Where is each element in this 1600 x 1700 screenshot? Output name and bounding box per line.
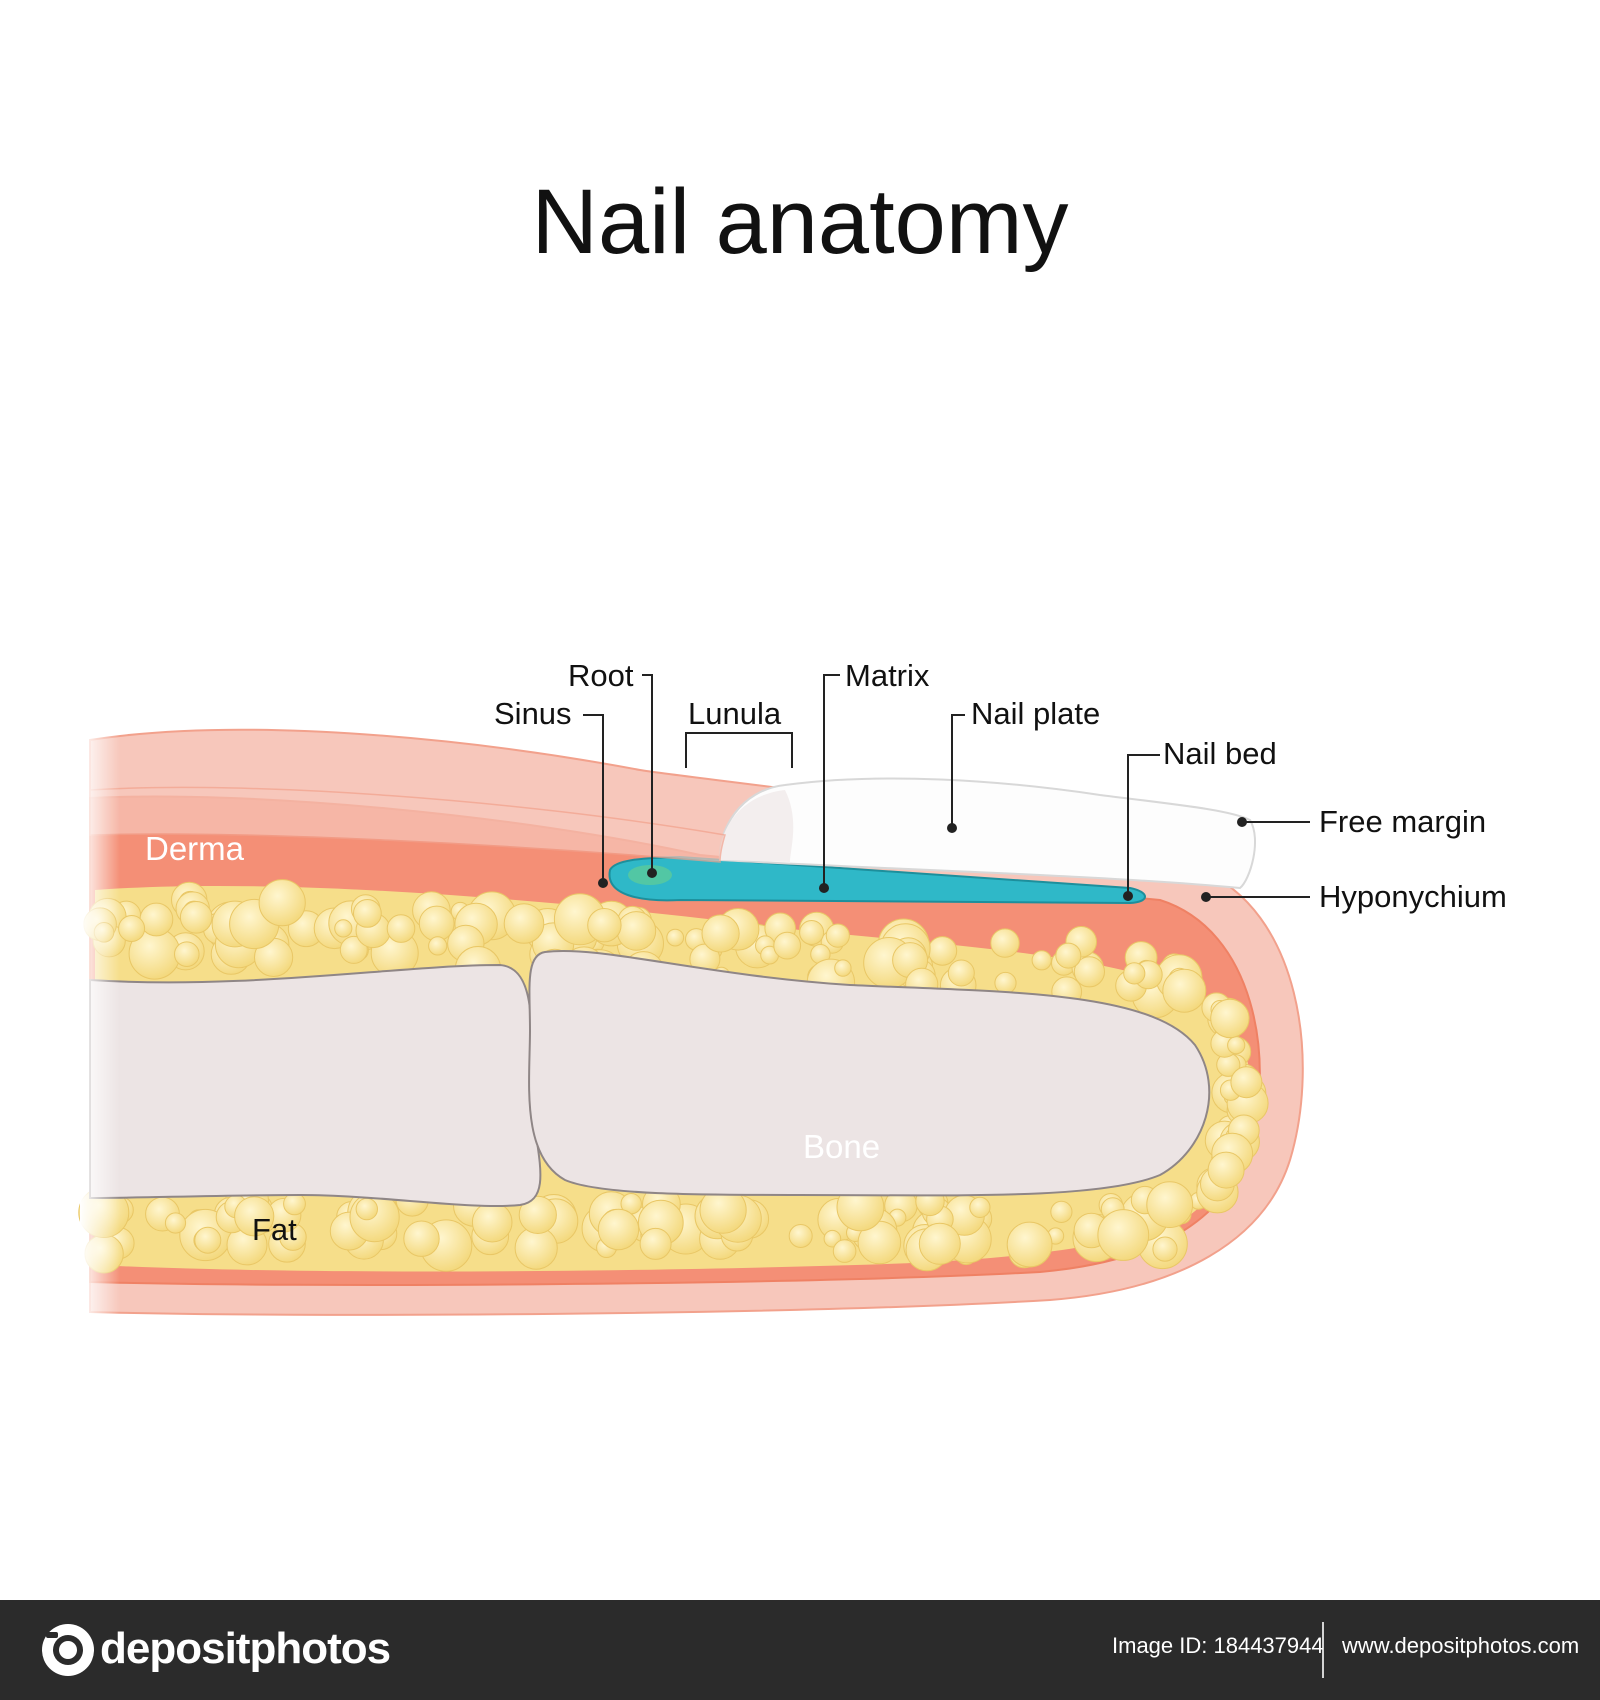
fat-cell [1055, 942, 1082, 969]
diagram-title: Nail anatomy [531, 171, 1069, 273]
image-id: Image ID: 184437944 [1112, 1633, 1324, 1658]
label-matrix: Matrix [845, 658, 930, 693]
fat-cell [1210, 998, 1250, 1039]
fat-cell [1123, 962, 1146, 985]
root-leader [642, 674, 653, 873]
fat-cell [1152, 1236, 1178, 1262]
fat-cell [418, 905, 455, 942]
label-bone: Bone [803, 1128, 880, 1165]
bone-distal [528, 949, 1211, 1197]
fat-cell [1031, 950, 1052, 971]
fat-cell [666, 928, 685, 947]
fat-cell [918, 1222, 961, 1265]
fat-cell [258, 879, 306, 927]
fat-cell [339, 935, 368, 964]
footer-divider [1322, 1622, 1324, 1678]
sinus-dot [598, 878, 608, 888]
fat-cell [1227, 1036, 1246, 1055]
left-fade [80, 700, 120, 1340]
nail-plate-shape [718, 777, 1256, 890]
bone-proximal [89, 963, 542, 1208]
label-hyponychium: Hyponychium [1319, 879, 1507, 914]
fat-cell [1097, 1209, 1150, 1261]
fat-cell [587, 908, 622, 943]
nail-matrix-band [608, 855, 1146, 905]
fat-cell [518, 1195, 557, 1235]
fat-cell [334, 919, 353, 938]
fat-cell [639, 1227, 672, 1260]
fat-cell [503, 903, 545, 944]
cuticle-fold [89, 786, 726, 863]
fat-cell [403, 1220, 440, 1257]
fat-cell [386, 914, 416, 943]
fat-cell [353, 899, 382, 928]
fat-cell [1162, 968, 1207, 1013]
label-sinus: Sinus [494, 696, 572, 731]
root-dot [647, 868, 657, 878]
fat-cell [1073, 956, 1106, 988]
fat-cell [139, 902, 174, 937]
fat-cell [1006, 1221, 1053, 1268]
nail-bed-leader [1127, 754, 1160, 896]
nail-plate-leader [951, 714, 965, 828]
lunula-bracket [685, 732, 793, 768]
label-free-margin: Free margin [1319, 804, 1486, 839]
label-root: Root [568, 658, 634, 693]
fat-cell [773, 931, 802, 960]
fat-cell [1146, 1181, 1194, 1228]
fat-cell [927, 936, 958, 966]
hyponychium-dot [1201, 892, 1211, 902]
fat-cell [990, 928, 1020, 958]
free-margin-dot [1237, 817, 1247, 827]
fat-cell [174, 941, 200, 968]
lunula-shape [719, 790, 794, 862]
fat-cell [355, 1197, 378, 1221]
fat-cell [118, 915, 146, 942]
fat-cell [799, 920, 825, 945]
fat-cell [788, 1224, 813, 1248]
fat-cell [616, 911, 657, 951]
fat-cell [1050, 1200, 1073, 1224]
camera-logo-icon [42, 1624, 94, 1676]
nail-bed-dot [1123, 891, 1133, 901]
matrix-dot [819, 883, 829, 893]
fat-cell [834, 959, 852, 977]
fat-cell [164, 1212, 187, 1234]
fat-cell [832, 1239, 857, 1263]
fat-cell [471, 1201, 513, 1243]
brand-logo-text: depositphotos [100, 1624, 391, 1673]
matrix-leader [823, 674, 840, 888]
nail-plate-dot [947, 823, 957, 833]
fat-cell [597, 1208, 640, 1251]
fat-cell [1230, 1066, 1263, 1099]
label-nail-bed: Nail bed [1163, 736, 1277, 771]
label-fat: Fat [252, 1212, 297, 1247]
site-url: www.depositphotos.com [1342, 1633, 1580, 1658]
label-lunula: Lunula [688, 696, 782, 731]
label-nail-plate: Nail plate [971, 696, 1100, 731]
fat-cell [428, 936, 448, 956]
fat-cell [179, 901, 213, 934]
label-derma: Derma [145, 830, 245, 867]
nail-anatomy-diagram: Root Sinus Lunula Matrix Nail plate Nail… [78, 658, 1507, 1340]
fat-cell [969, 1196, 991, 1219]
fat-cell [234, 1196, 275, 1237]
fat-cell [947, 959, 975, 987]
fat-cell [1207, 1151, 1245, 1189]
sinus-leader [583, 714, 604, 883]
fat-cell [701, 914, 740, 953]
fat-cell [994, 971, 1017, 995]
fat-cell [194, 1226, 222, 1254]
footer-bar: depositphotos Image ID: 184437944 www.de… [0, 1600, 1600, 1700]
fat-cell [825, 923, 850, 948]
